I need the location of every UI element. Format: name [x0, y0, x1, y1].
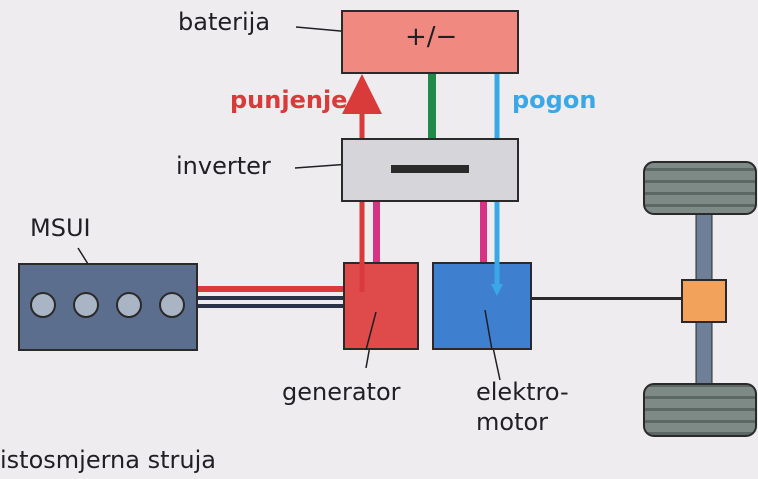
footer-caption: istosmjerna struja [0, 446, 216, 474]
charging-label: punjenje [230, 86, 348, 114]
cylinder-icon [73, 292, 99, 318]
battery-box [341, 10, 519, 74]
motor-box [432, 262, 532, 350]
cylinder-icon [30, 292, 56, 318]
wheel-top [643, 161, 757, 215]
generator-label: generator [282, 378, 401, 406]
generator-box [343, 262, 419, 350]
battery-symbol: +/− [405, 22, 458, 52]
motor-label-line2: motor [476, 408, 549, 436]
motor-label-line1: elektro- [476, 378, 569, 406]
cylinder-icon [159, 292, 185, 318]
inverter-leader [294, 163, 351, 169]
wheel-bottom [643, 383, 757, 437]
inverter-label: inverter [176, 152, 271, 180]
cylinder-icon [116, 292, 142, 318]
engine-label: MSUI [30, 214, 91, 242]
engine-output-shaft-lower [196, 304, 348, 308]
battery-label: baterija [178, 8, 271, 36]
inverter-motor-link [480, 200, 487, 264]
differential-box [681, 279, 727, 323]
drive-shaft [530, 297, 688, 300]
engine-output-shaft-upper [196, 296, 348, 300]
inverter-symbol [391, 165, 469, 173]
inverter-generator-link [373, 200, 380, 264]
engine-charging-shaft [196, 286, 348, 292]
drive-label: pogon [512, 86, 597, 114]
battery-inverter-link [428, 72, 436, 138]
